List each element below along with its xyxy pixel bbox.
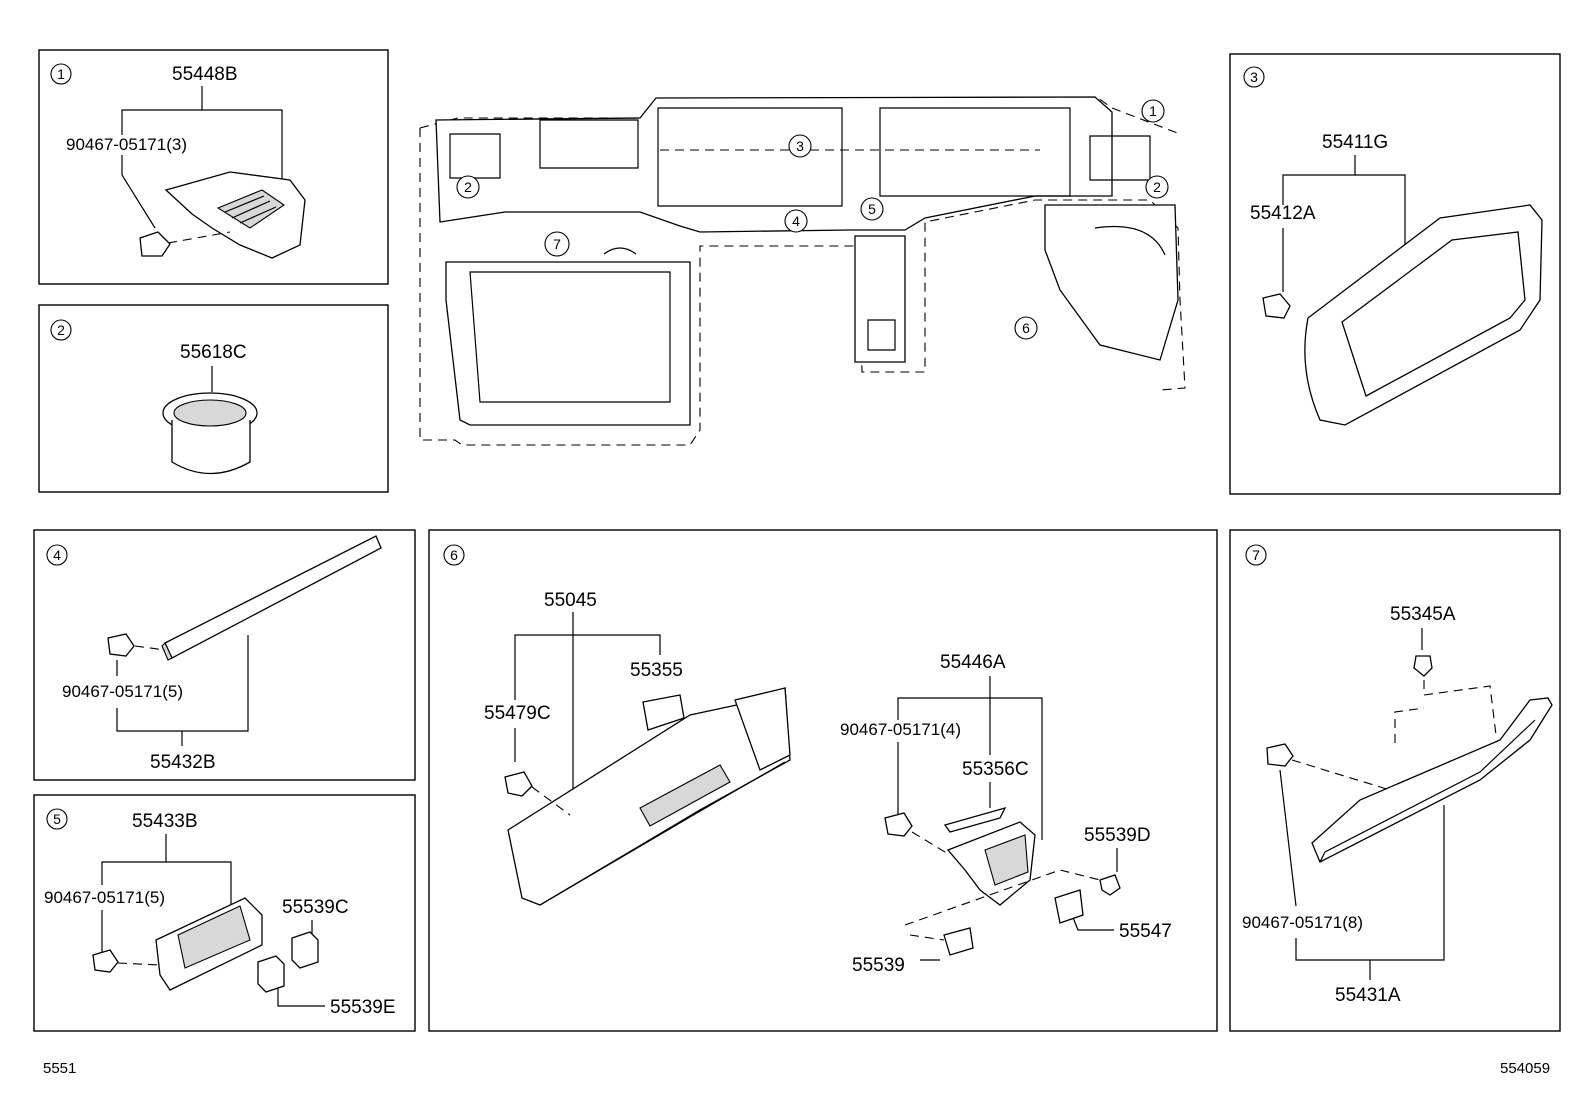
callout-6: 6 — [1014, 316, 1038, 340]
svg-text:1: 1 — [1149, 103, 1157, 119]
panel-5-cap-b — [257, 955, 285, 993]
panel-1-part-label: 55448B — [172, 64, 238, 85]
panel-7-part-bottom-label: 55431A — [1335, 985, 1401, 1006]
footer-left-code: 5551 — [43, 1060, 77, 1077]
panel-6-index: 6 — [450, 547, 458, 563]
panel-6-lower-panel — [507, 686, 791, 906]
panel-7-clip-label: 90467-05171(8) — [1242, 913, 1363, 932]
panel-7-fastener — [1413, 655, 1433, 677]
panel-6-part-g — [1054, 889, 1084, 924]
panel-3-index: 3 — [1250, 69, 1258, 85]
dashboard-right-lower-panel — [1044, 204, 1179, 361]
svg-text:3: 3 — [796, 138, 804, 154]
panel-7-part-top-label: 55345A — [1390, 604, 1456, 625]
panel-6-part-c-label: 55479C — [484, 703, 551, 724]
callout-1: 1 — [1141, 99, 1165, 123]
panel-6-clip-c — [504, 771, 533, 797]
svg-text:2: 2 — [1153, 179, 1161, 195]
callout-2-right: 2 — [1145, 175, 1169, 199]
panel-6-part-h — [943, 927, 974, 956]
panel-2-cup-body — [171, 420, 251, 475]
panel-1-index-circle — [50, 63, 72, 85]
panel-6-clip — [884, 812, 913, 837]
panel-7-index: 7 — [1252, 547, 1260, 563]
panel-7-clip — [1266, 743, 1294, 767]
dashboard-glovebox-opening — [445, 261, 691, 426]
panel-3: 3 55411G 55412A — [1229, 53, 1561, 495]
panel-6-part-h-label: 55539 — [852, 955, 905, 976]
panel-6-part-e-label: 55356C — [962, 759, 1029, 780]
panel-6-part-f-label: 55539D — [1084, 825, 1151, 846]
panel-5-part-label: 55433B — [132, 811, 198, 832]
panel-4-index: 4 — [53, 547, 61, 563]
panel-2-part-label: 55618C — [180, 342, 247, 363]
panel-4-part-label: 55432B — [150, 752, 216, 773]
callout-3: 3 — [788, 134, 812, 158]
panel-6-part-a-label: 55045 — [544, 590, 597, 611]
callout-5: 5 — [860, 197, 884, 221]
panel-5: 5 55433B 90467-05171(5) 55539C 55539E — [33, 794, 416, 1032]
panel-6-part-d-label: 55446A — [940, 652, 1006, 673]
panel-6-clip-label: 90467-05171(4) — [840, 720, 961, 739]
panel-2-index: 2 — [57, 322, 65, 338]
footer-right-code: 554059 — [1500, 1060, 1551, 1077]
panel-5-clip — [92, 949, 119, 973]
panel-2: 2 55618C — [38, 304, 389, 493]
panel-1-clip — [139, 231, 171, 257]
panel-1-clip-label: 90467-05171(3) — [66, 135, 187, 154]
panel-6-part-e — [943, 806, 1007, 833]
svg-text:7: 7 — [553, 236, 561, 252]
panel-5-cap-a-label: 55539C — [282, 897, 349, 918]
panel-1-index: 1 — [57, 66, 65, 82]
panel-5-cap-b-label: 55539E — [330, 997, 396, 1018]
panel-6-part-g-label: 55547 — [1119, 921, 1172, 942]
panel-4: 4 90467-05171(5) 55432B — [33, 529, 416, 781]
panel-7: 7 55345A 90467-05171(8) 55431A — [1229, 529, 1561, 1032]
panel-1: 1 55448B 90467-05171(3) — [38, 49, 389, 285]
callout-7: 7 — [544, 231, 570, 257]
dashboard-center-stack — [854, 235, 906, 363]
panel-6-part-b-label: 55355 — [630, 660, 683, 681]
panel-4-clip-label: 90467-05171(5) — [62, 682, 183, 701]
panel-7-garnish — [1311, 697, 1553, 863]
callout-2-left: 2 — [456, 175, 480, 199]
svg-text:2: 2 — [464, 179, 472, 195]
panel-5-index: 5 — [53, 811, 61, 827]
panel-6-part-b — [642, 694, 685, 731]
svg-text:6: 6 — [1022, 320, 1030, 336]
panel-3-part-label: 55411G — [1322, 132, 1388, 153]
panel-3-clip — [1262, 293, 1291, 319]
svg-text:4: 4 — [792, 213, 800, 229]
panel-6-part-f — [1099, 874, 1121, 896]
callout-4: 4 — [784, 209, 808, 233]
svg-text:5: 5 — [868, 201, 876, 217]
dashboard-assembly: 1 2 2 3 4 5 6 7 — [419, 96, 1186, 446]
panel-5-clip-label: 90467-05171(5) — [44, 888, 165, 907]
panel-4-garnish-strip — [164, 535, 382, 659]
dashboard-upper-frame — [435, 96, 1113, 233]
panel-6: 6 55045 55355 55479C 55446A 90467-05171(… — [428, 529, 1218, 1032]
panel-3-clip-label: 55412A — [1250, 203, 1316, 224]
panel-4-clip — [107, 633, 135, 657]
panel-5-cap-a — [291, 931, 319, 969]
